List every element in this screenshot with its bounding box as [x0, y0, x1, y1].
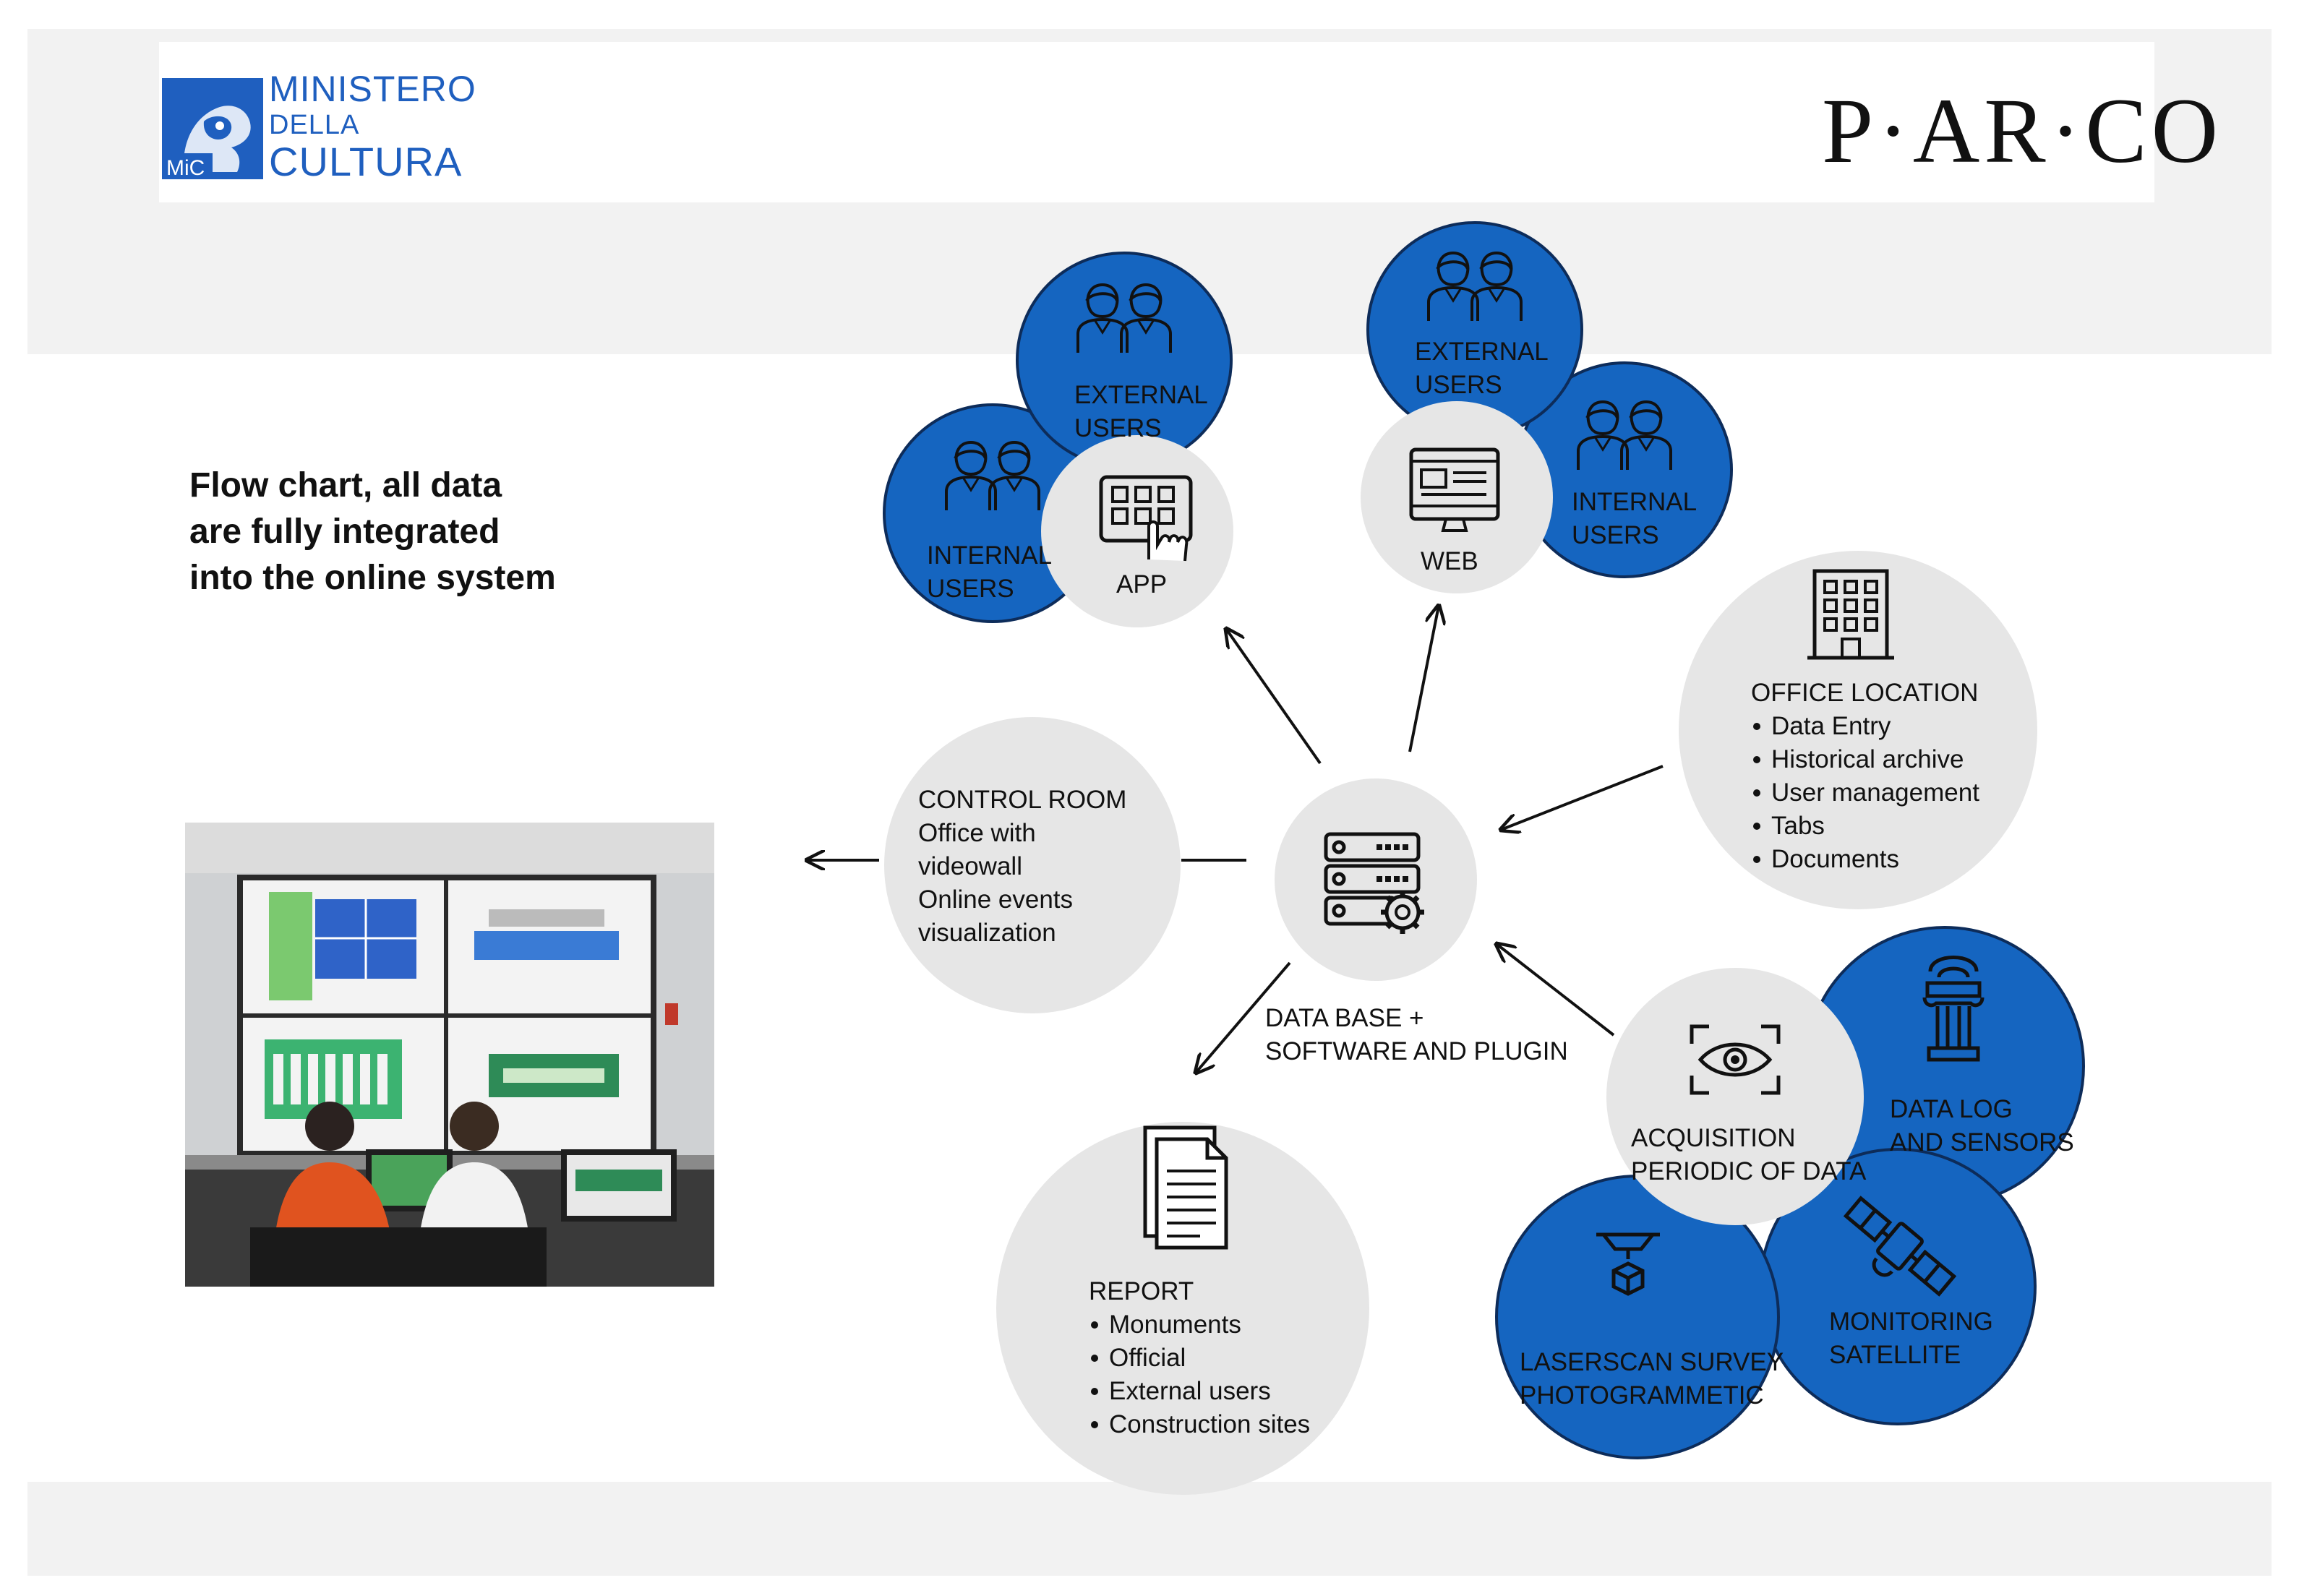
control-room-line-3: videowall [918, 852, 1022, 880]
arrow-db-to-web [1408, 606, 1439, 752]
intro-line-2: are fully integrated [189, 512, 500, 551]
office-location-circle[interactable] [1679, 551, 2037, 909]
control-room-line-5: visualization [918, 919, 1056, 947]
app-internal-users-line-1: INTERNAL [927, 541, 1052, 570]
web-label: WEB [1421, 547, 1478, 575]
database-node: DATA BASE + SOFTWARE AND PLUGIN [1265, 778, 1568, 1065]
database-circle[interactable] [1275, 778, 1477, 981]
office-location-item-bullet [1753, 756, 1760, 763]
control-room-photo [185, 823, 714, 1287]
flow-arrows [807, 606, 1664, 1073]
eye-scan-icon [1690, 1024, 1781, 1095]
office-location-item-bullet [1753, 856, 1760, 863]
ministry-line-2: DELLA [269, 110, 360, 140]
app-external-users-line-1: EXTERNAL [1074, 381, 1208, 409]
data-log-line-1: DATA LOG [1890, 1095, 2013, 1123]
office-location-item-bullet [1753, 823, 1760, 830]
report-item-2: Official [1109, 1344, 1186, 1372]
building-icon [1807, 569, 1894, 660]
control-room-circle[interactable] [884, 717, 1181, 1013]
control-room-line-2: Office with [918, 819, 1036, 847]
web-external-users-line-1: EXTERNAL [1415, 338, 1549, 366]
satellite-line-1: MONITORING [1829, 1308, 1993, 1336]
intro-line-1: Flow chart, all data [189, 466, 502, 505]
intro-text: Flow chart, all data are fully integrate… [189, 463, 652, 601]
laserscan-line-2: PHOTOGRAMMETIC [1520, 1381, 1764, 1410]
header-logo-strip [159, 42, 2154, 202]
ministry-line-1: MINISTERO [269, 69, 476, 109]
office-location-item-2: Historical archive [1771, 745, 1964, 773]
office-location-item-bullet [1753, 723, 1760, 730]
web-circle[interactable] [1361, 401, 1553, 593]
office-location-title: OFFICE LOCATION [1751, 679, 1978, 707]
office-location-item-bullet [1753, 789, 1760, 797]
report-circle[interactable] [996, 1122, 1369, 1495]
arrow-db-to-report [1196, 961, 1291, 1073]
acquisition-line-2: PERIODIC OF DATA [1631, 1157, 1867, 1185]
satellite-icon [1843, 1196, 1957, 1297]
app-cluster: EXTERNAL USERS INTERNAL USERS APP [883, 252, 1233, 627]
laserscan-line-1: LASERSCAN SURVEY [1520, 1348, 1784, 1376]
office-location-item-5: Documents [1771, 845, 1899, 873]
acquisition-line-1: ACQUISITION [1631, 1124, 1796, 1152]
control-room-line-1: CONTROL ROOM [918, 786, 1126, 814]
web-internal-users-line-1: INTERNAL [1572, 488, 1697, 516]
ministry-badge: MiC [166, 156, 205, 179]
data-log-line-2: AND SENSORS [1890, 1128, 2074, 1157]
bottom-band [27, 1482, 2272, 1576]
acquisition-circle[interactable] [1606, 968, 1864, 1225]
app-label: APP [1116, 570, 1167, 598]
web-external-users-line-2: USERS [1415, 371, 1502, 399]
parco-brand: P·AR·CO [1822, 80, 2223, 182]
report-item-3: External users [1109, 1377, 1271, 1405]
intro-line-3: into the online system [189, 559, 556, 597]
arrow-office-to-db [1501, 765, 1664, 830]
report-item-1: Monuments [1109, 1310, 1241, 1339]
document-icon [1143, 1125, 1228, 1250]
report-item-bullet [1091, 1321, 1098, 1329]
ministry-logo-icon: MiC [162, 78, 263, 179]
database-line-1: DATA BASE + [1265, 1004, 1424, 1032]
acquisition-cluster: ACQUISITION PERIODIC OF DATA DATA LOG AN… [1495, 926, 2085, 1459]
sensor-column-icon [1922, 956, 1985, 1062]
app-internal-users-line-2: USERS [927, 575, 1014, 603]
arrow-db-to-app [1226, 629, 1322, 765]
ministry-line-3: CULTURA [269, 139, 463, 184]
report-item-bullet [1091, 1388, 1098, 1395]
report-item-4: Construction sites [1109, 1410, 1310, 1438]
app-tablet-icon [1099, 475, 1193, 562]
satellite-line-2: SATELLITE [1829, 1341, 1961, 1369]
control-room-line-4: Online events [918, 885, 1073, 914]
report-title: REPORT [1089, 1277, 1194, 1305]
web-monitor-icon [1409, 447, 1500, 532]
web-cluster: EXTERNAL USERS INTERNAL USERS WEB [1361, 221, 1733, 593]
ministry-name: MINISTERO DELLA CULTURA [269, 71, 476, 182]
arrow-acquisition-to-db [1497, 944, 1615, 1037]
report-item-bullet [1091, 1421, 1098, 1428]
laser-scanner-icon [1596, 1232, 1660, 1296]
office-location-item-4: Tabs [1771, 812, 1825, 840]
report-item-bullet [1091, 1355, 1098, 1362]
app-external-users-line-2: USERS [1074, 414, 1162, 442]
web-internal-users-line-2: USERS [1572, 521, 1659, 549]
server-gear-icon [1324, 832, 1424, 934]
office-location-item-3: User management [1771, 778, 1979, 807]
office-location-item-1: Data Entry [1771, 712, 1891, 740]
database-line-2: SOFTWARE AND PLUGIN [1265, 1037, 1568, 1065]
app-circle[interactable] [1041, 435, 1233, 627]
